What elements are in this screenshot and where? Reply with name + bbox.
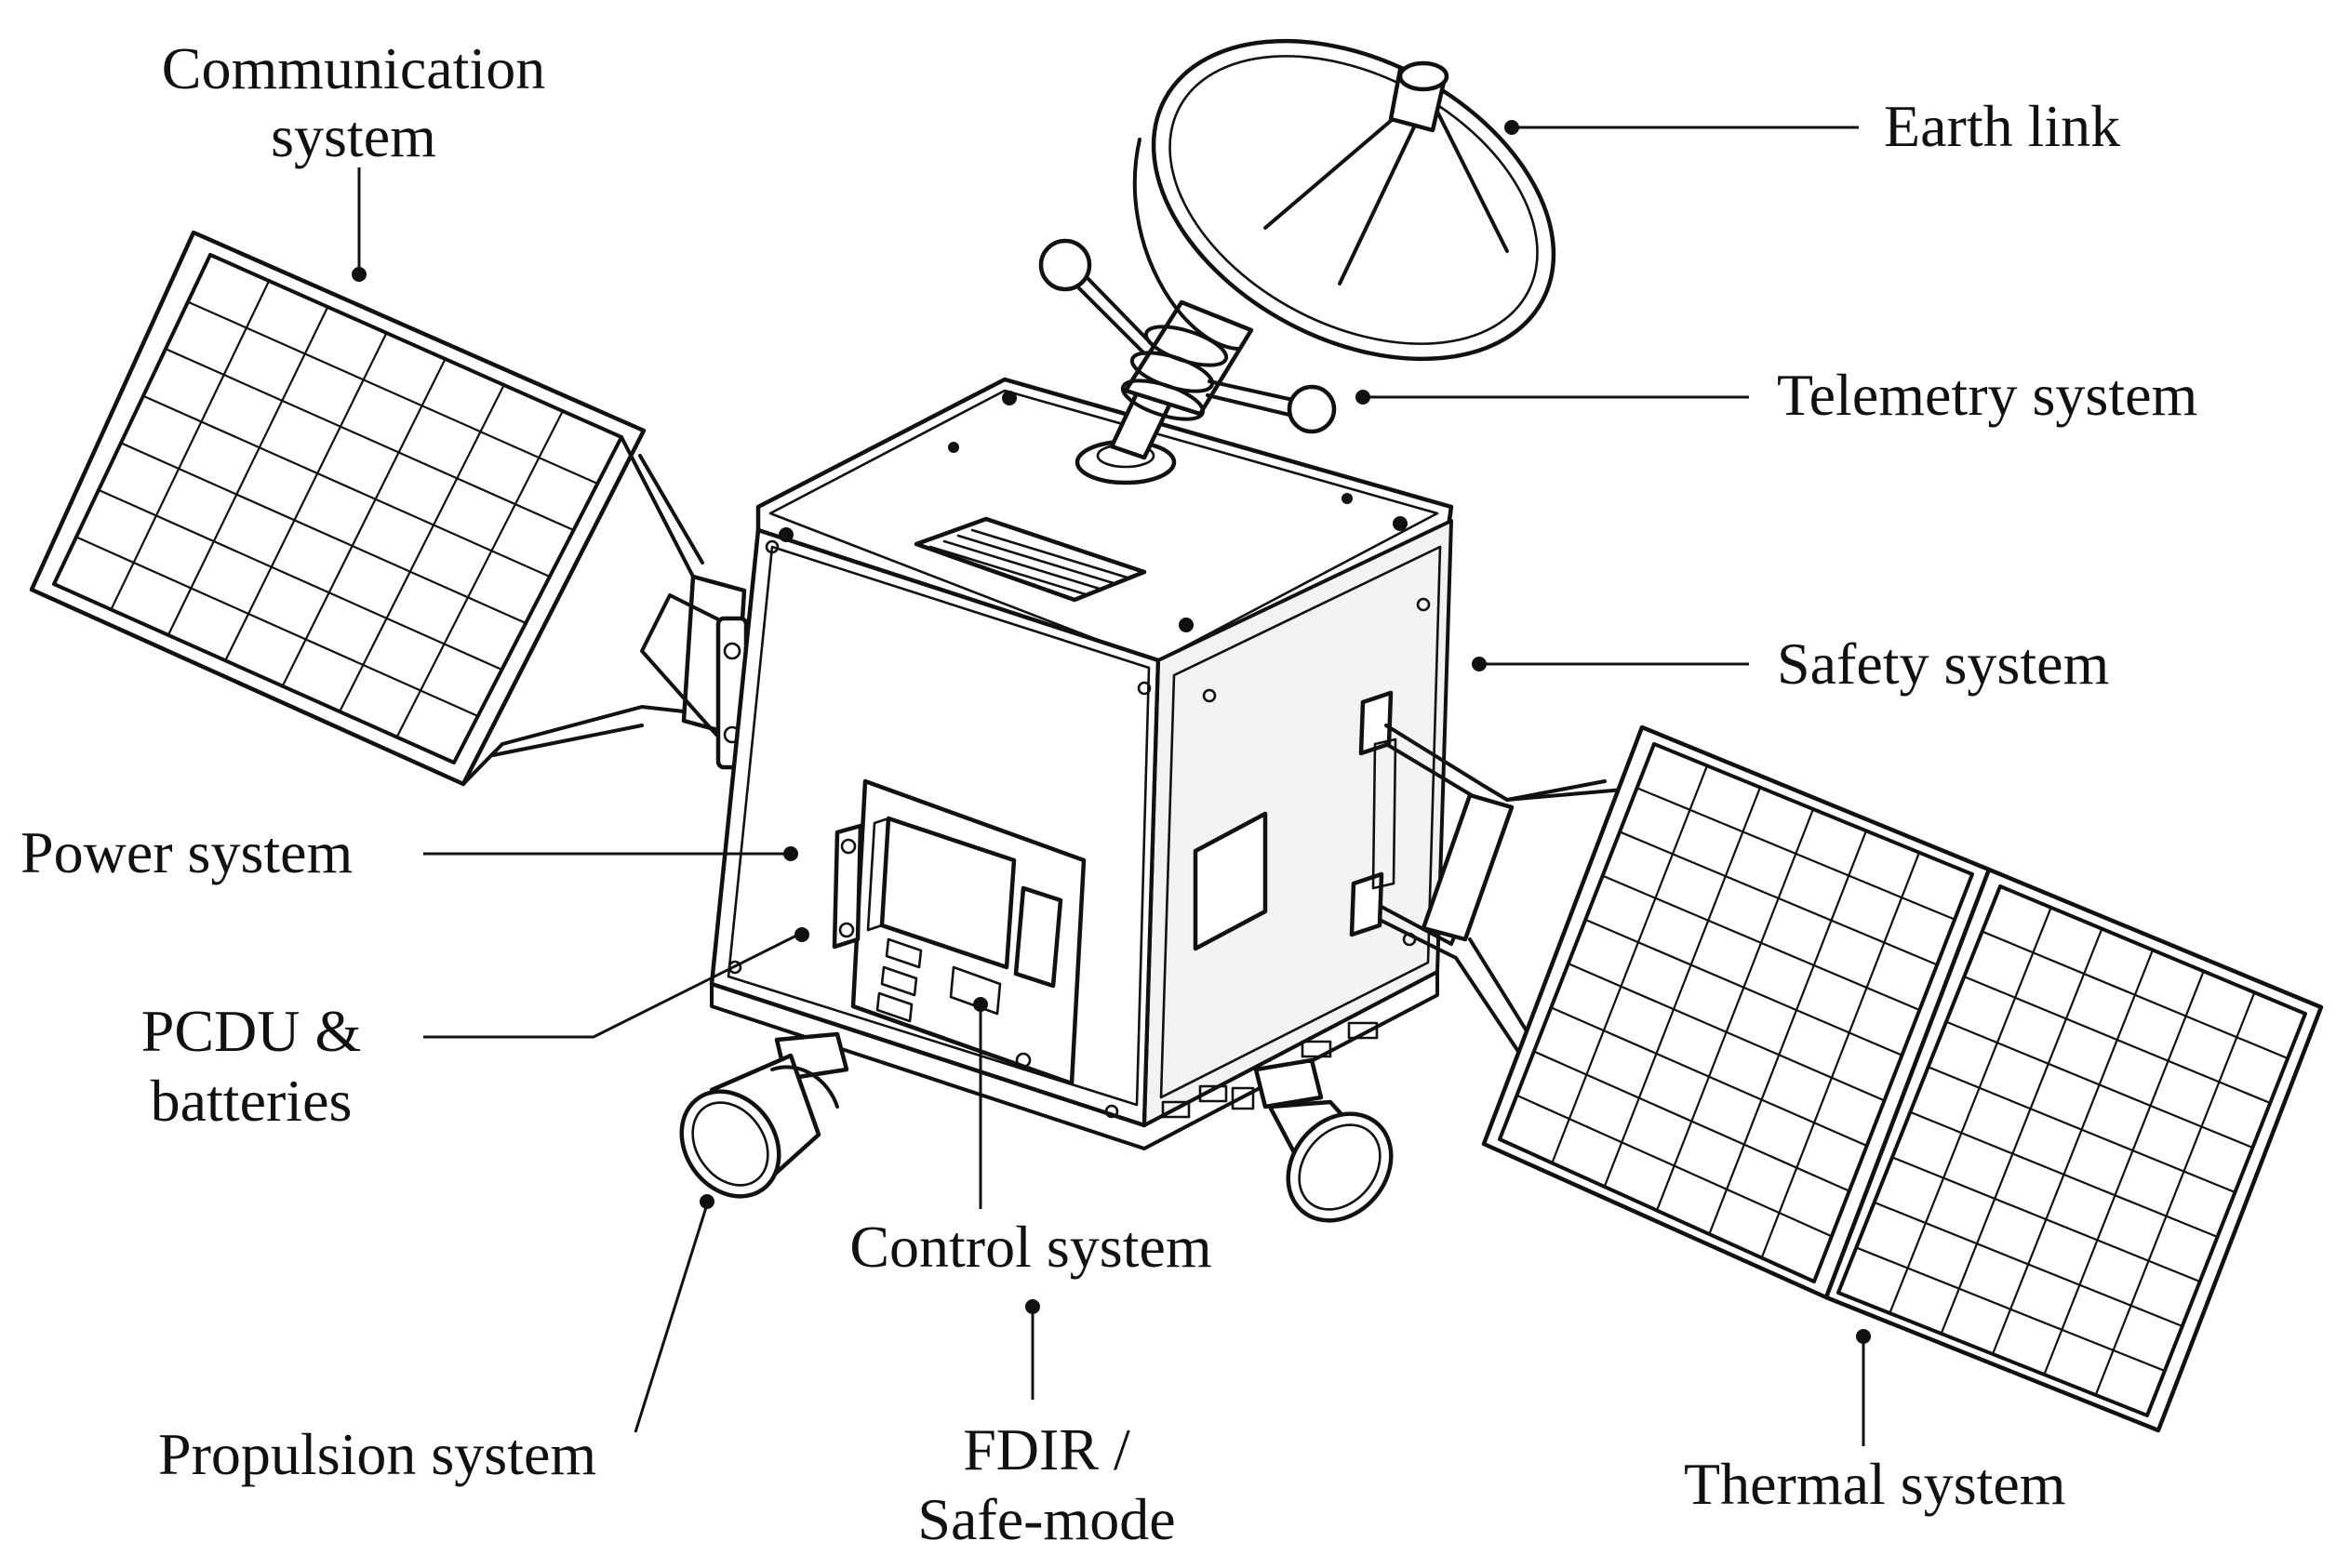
bottom-connectors <box>1161 1021 1379 1119</box>
solar-cell-gridline <box>2043 970 2205 1376</box>
right-solar-panel-outer <box>1823 867 2324 1433</box>
solar-cell-gridline <box>1889 906 2052 1315</box>
solar-cell-gridline <box>281 357 447 687</box>
solar-cell-gridline <box>1532 1050 1850 1192</box>
solar-cell-gridline <box>1708 830 1868 1236</box>
solar-cell-gridline <box>224 331 388 662</box>
solar-cell-gridline <box>97 488 503 671</box>
solar-cell-gridline <box>395 409 564 738</box>
antenna-assembly <box>1038 38 1556 485</box>
solar-cell-gridline <box>1890 1156 2201 1283</box>
solar-cell-gridline <box>1944 1020 2254 1149</box>
solar-cell-gridline <box>1635 787 1956 921</box>
solar-cell-gridline <box>167 305 329 636</box>
solar-cell-gridline <box>1619 831 1939 966</box>
right-panel-boom <box>1349 690 1667 1057</box>
label-pcdu-line1: PCDU & <box>141 998 362 1064</box>
solar-cell-gridline <box>339 383 505 713</box>
leader-lines <box>352 120 1871 1446</box>
label-thermal-system: Thermal system <box>1684 1451 2066 1517</box>
solar-cell-gridline <box>1655 807 1815 1212</box>
solar-cell-gridline <box>164 348 575 532</box>
label-safety-system: Safety system <box>1777 631 2109 697</box>
label-propulsion-system: Propulsion system <box>158 1421 596 1487</box>
solar-cell-gridline <box>1551 764 1709 1164</box>
solar-cell-gridline <box>1873 1201 2183 1328</box>
label-communication-line1: Communication <box>162 35 545 101</box>
solar-cell-gridline <box>1760 851 1921 1259</box>
solar-cell-gridline <box>74 536 479 718</box>
solar-cell-gridline <box>1981 930 2289 1060</box>
label-pcdu-line2: batteries <box>151 1068 353 1134</box>
right-thruster <box>1253 1057 1394 1223</box>
left-solar-panel <box>29 230 647 787</box>
label-telemetry-system: Telemetry system <box>1777 362 2197 428</box>
label-control-system: Control system <box>849 1214 1211 1280</box>
solar-cell-gridline <box>1601 874 1921 1012</box>
solar-cell-gridline <box>141 394 551 578</box>
right-solar-panel-inner <box>1481 724 1992 1300</box>
solar-cell-gridline <box>1927 1066 2236 1194</box>
label-communication-line2: system <box>271 103 436 169</box>
solar-cell-gridline <box>1550 1006 1868 1148</box>
solar-cell-gridline <box>1963 976 2272 1105</box>
label-fdir-line2: Safe-mode <box>917 1486 1175 1552</box>
solar-cell-gridline <box>186 300 599 485</box>
solar-cell-gridline <box>1584 918 1903 1056</box>
solar-cell-gridline <box>1855 1246 2166 1373</box>
solar-cell-gridline <box>1515 1094 1833 1238</box>
solar-cell-gridline <box>110 279 271 611</box>
label-earth-link: Earth link <box>1884 93 2120 159</box>
label-power-system: Power system <box>20 819 353 885</box>
satellite-bus <box>709 377 1454 1150</box>
solar-cell-gridline <box>1567 963 1886 1102</box>
left-thruster <box>679 1031 849 1199</box>
solar-cell-gridline <box>2094 991 2256 1397</box>
solar-cell-gridline <box>119 442 527 625</box>
solar-cell-gridline <box>1940 927 2103 1335</box>
solar-cell-gridline <box>1909 1110 2219 1239</box>
solar-cell-gridline <box>1603 786 1762 1189</box>
solar-cell-gridline <box>1991 949 2155 1356</box>
label-fdir-line1: FDIR / <box>963 1416 1130 1482</box>
